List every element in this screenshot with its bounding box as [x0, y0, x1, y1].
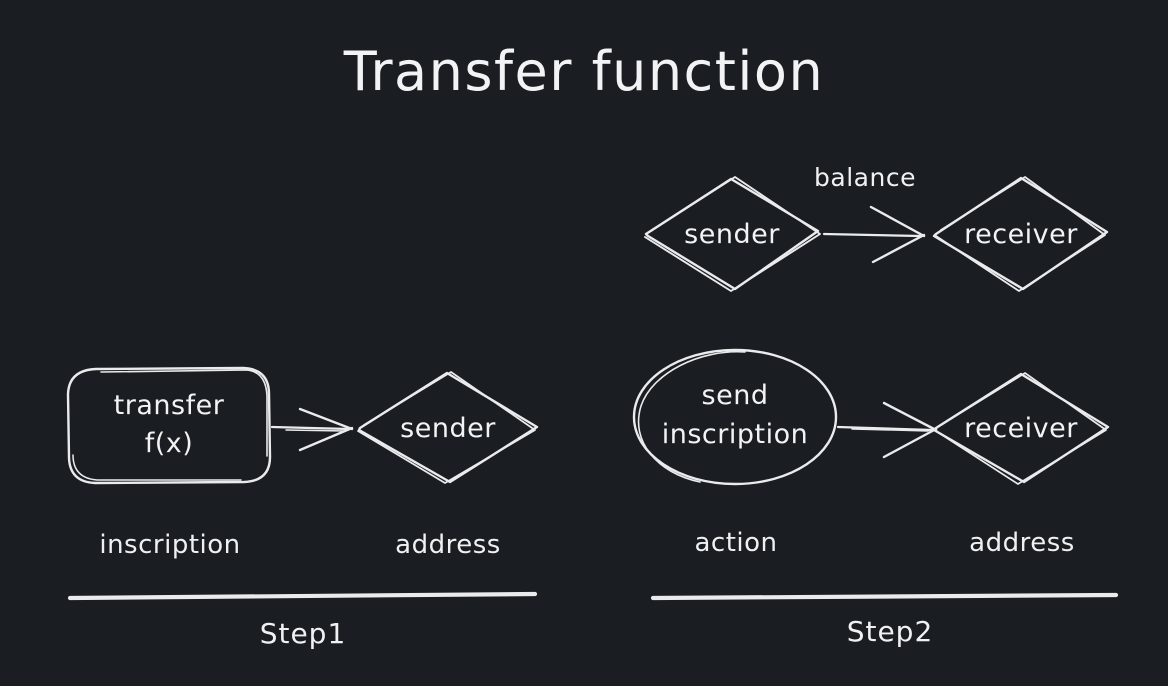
- arrow-transfer-to-sender: [270, 407, 354, 452]
- column-label-address-step1: address: [395, 530, 501, 560]
- column-label-inscription: inscription: [99, 530, 241, 560]
- divider-step1: [67, 591, 538, 601]
- column-label-action: action: [694, 528, 778, 558]
- node-label-receiver-top: receiver: [964, 219, 1078, 250]
- node-label-send-line1: send: [701, 380, 769, 411]
- arrow-balance: [822, 205, 926, 264]
- column-label-address-step2: address: [969, 528, 1075, 558]
- node-label-transfer-line1: transfer: [113, 390, 225, 421]
- edge-label-balance: balance: [814, 163, 916, 192]
- step-label-step1: Step1: [259, 617, 347, 650]
- page-title: Transfer function: [343, 40, 825, 103]
- arrow-send-to-receiver: [836, 401, 938, 459]
- shape-rounded-rect-transfer: [66, 366, 272, 485]
- node-label-sender-top: sender: [684, 219, 780, 250]
- node-label-receiver-bot: receiver: [964, 413, 1078, 444]
- shape-ellipse-send-inscription: [632, 348, 838, 486]
- node-label-transfer-line2: f(x): [144, 428, 194, 459]
- divider-step2: [650, 592, 1119, 601]
- node-label-sender-mid: sender: [400, 413, 496, 444]
- step-label-step2: Step2: [846, 615, 934, 648]
- node-label-send-line2: inscription: [661, 419, 809, 450]
